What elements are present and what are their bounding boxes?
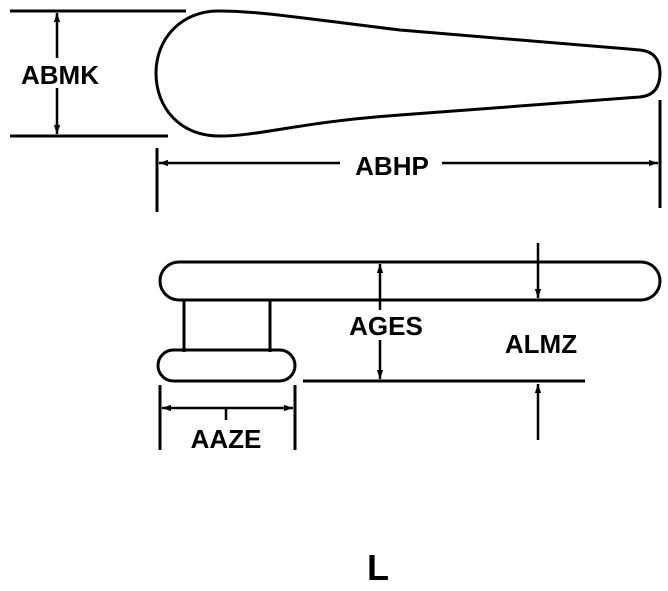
label-aaze: AAZE: [191, 424, 262, 454]
label-abhp: ABHP: [355, 151, 429, 181]
label-ages: AGES: [349, 311, 423, 341]
view-label: L: [367, 547, 389, 588]
label-abmk: ABMK: [21, 60, 99, 90]
label-almz: ALMZ: [505, 329, 577, 359]
handle-top-view: [154, 9, 662, 138]
base-bar: [156, 348, 297, 383]
handle-side-bar: [158, 260, 662, 302]
